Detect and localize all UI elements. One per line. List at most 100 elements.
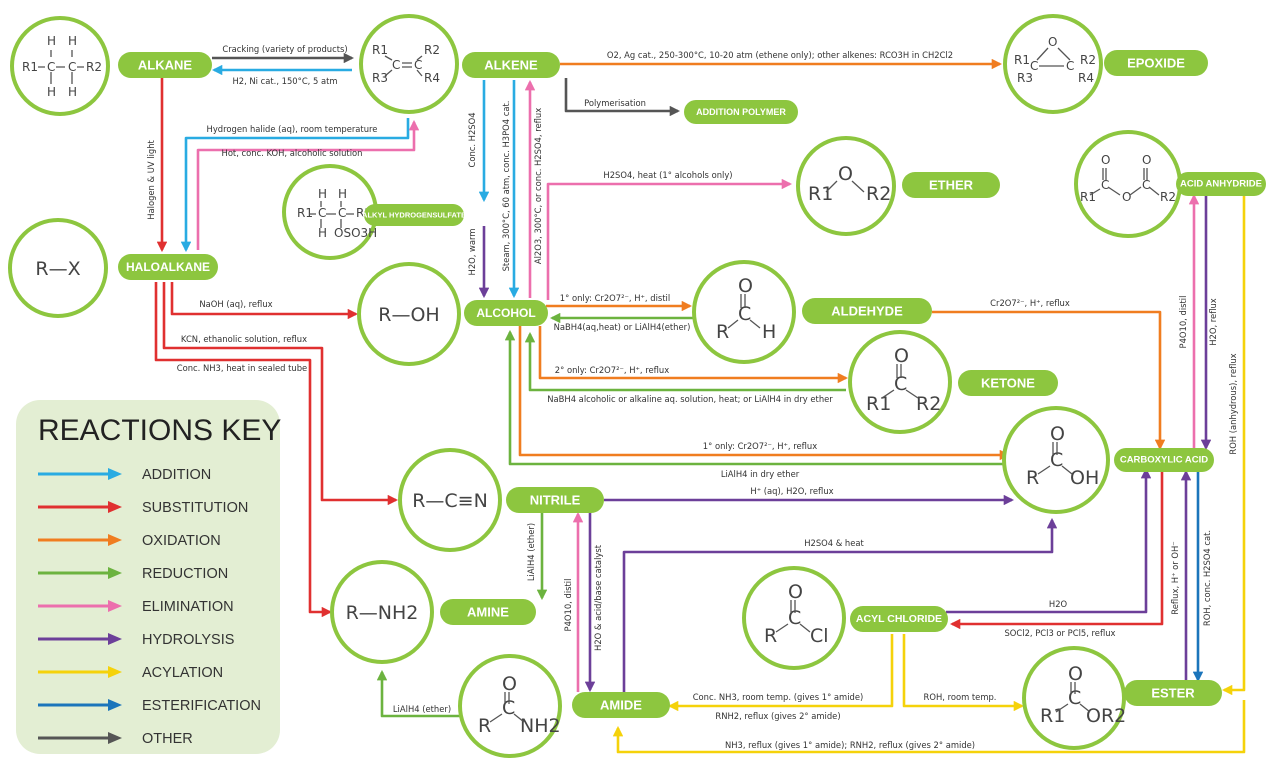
amine-label-box bbox=[440, 599, 536, 625]
svg-text:H: H bbox=[47, 85, 56, 99]
cond-conc-nh3: Conc. NH3, heat in sealed tube bbox=[177, 363, 307, 373]
arrow-hot-koh bbox=[196, 119, 420, 250]
svg-text:C: C bbox=[338, 206, 346, 220]
aldehyde-circle bbox=[692, 260, 796, 364]
svg-text:R1: R1 bbox=[297, 206, 313, 220]
node-alkene: R1 R2 R3 R4 C C ALKENE bbox=[359, 14, 560, 114]
key-item-substitution: SUBSTITUTION bbox=[38, 500, 248, 516]
acyl-chloride-structure: O C R Cl bbox=[764, 581, 829, 647]
alcohol-label-box bbox=[464, 300, 548, 326]
addition-polymer-label: ADDITION POLYMER bbox=[696, 107, 786, 117]
key-label: ADDITION bbox=[142, 467, 211, 483]
svg-text:H: H bbox=[68, 34, 77, 48]
epoxide-structure: O C C R1 R3 R2 R4 bbox=[1014, 35, 1096, 85]
svg-text:H: H bbox=[318, 226, 327, 240]
cond-hydrogenation: H2, Ni cat., 150°C, 5 atm bbox=[232, 76, 337, 86]
svg-text:H: H bbox=[338, 187, 347, 201]
ester-circle bbox=[1022, 646, 1126, 750]
cond-esterification: ROH, conc. H2SO4 cat. bbox=[1202, 530, 1212, 626]
svg-text:C: C bbox=[68, 60, 76, 74]
key-arrowhead-reduction bbox=[108, 567, 122, 579]
amine-circle bbox=[330, 560, 434, 664]
cond-ester-hydrolysis: Reflux, H⁺ or OH⁻ bbox=[1170, 541, 1180, 614]
svg-text:C: C bbox=[47, 60, 55, 74]
svg-text:NH2: NH2 bbox=[520, 715, 561, 737]
svg-text:C: C bbox=[1030, 59, 1038, 73]
alcohol-formula: R—OH bbox=[378, 304, 439, 326]
node-epoxide: O C C R1 R3 R2 R4 EPOXIDE bbox=[1003, 14, 1208, 114]
arrow-acid-reduction bbox=[504, 329, 1004, 466]
svg-text:O: O bbox=[1048, 35, 1057, 49]
svg-text:O: O bbox=[1050, 423, 1065, 445]
key-arrowhead-substitution bbox=[108, 501, 122, 513]
alkane-structure: R1 C C R2 H H H H bbox=[22, 34, 102, 99]
alkane-circle bbox=[10, 16, 110, 116]
svg-text:H: H bbox=[318, 187, 327, 201]
svg-text:H: H bbox=[68, 85, 77, 99]
nitrile-circle bbox=[398, 448, 502, 552]
key-label: ESTERIFICATION bbox=[142, 698, 261, 714]
svg-text:R2: R2 bbox=[916, 393, 941, 415]
key-item-oxidation: OXIDATION bbox=[38, 533, 221, 549]
alkyl-hydrogensulfate-label: ALKYL HYDROGENSULFATE bbox=[362, 211, 466, 220]
ketone-circle bbox=[848, 330, 952, 434]
cond-primary-distil: 1° only: Cr2O7²⁻, H⁺, distil bbox=[560, 293, 670, 303]
cond-ester-from-acyl: ROH, room temp. bbox=[924, 692, 997, 702]
nitrile-label-box bbox=[506, 487, 604, 513]
svg-text:R1: R1 bbox=[866, 393, 891, 415]
nitrile-label: NITRILE bbox=[530, 493, 581, 508]
ester-structure: O C R1 OR2 bbox=[1040, 663, 1126, 727]
cond-h2o-warm: H2O, warm bbox=[467, 229, 477, 276]
cond-nitrile-hydrolysis: H⁺ (aq), H2O, reflux bbox=[750, 486, 833, 496]
acid-anhydride-circle bbox=[1074, 130, 1182, 238]
haloalkane-label-box bbox=[118, 254, 218, 280]
key-item-hydrolysis: HYDROLYSIS bbox=[38, 632, 234, 648]
svg-text:OH: OH bbox=[1070, 467, 1099, 489]
key-item-esterification: ESTERIFICATION bbox=[38, 698, 261, 714]
node-ketone: O C R1 R2 KETONE bbox=[848, 330, 1058, 434]
cond-hydrogen-halide: Hydrogen halide (aq), room temperature bbox=[207, 124, 378, 134]
ether-label: ETHER bbox=[929, 178, 974, 193]
cond-aldehyde-to-acid: Cr2O7²⁻, H⁺, reflux bbox=[990, 298, 1070, 308]
svg-text:R: R bbox=[1026, 467, 1039, 489]
svg-text:R3: R3 bbox=[372, 71, 388, 85]
svg-text:R1: R1 bbox=[22, 60, 38, 74]
svg-text:R1: R1 bbox=[808, 183, 833, 205]
key-label: ACYLATION bbox=[142, 665, 223, 681]
arrow-anhydride-ester bbox=[1221, 196, 1246, 696]
svg-text:R2: R2 bbox=[86, 60, 102, 74]
key-label: ELIMINATION bbox=[142, 599, 234, 615]
svg-text:R2: R2 bbox=[1160, 190, 1176, 204]
cond-epoxidation: O2, Ag cat., 250-300°C, 10-20 atm (ethen… bbox=[607, 50, 953, 60]
svg-text:C: C bbox=[894, 373, 907, 395]
svg-text:R1: R1 bbox=[1014, 53, 1030, 67]
key-label: OTHER bbox=[142, 731, 193, 747]
alcohol-label: ALCOHOL bbox=[476, 306, 535, 320]
key-background bbox=[16, 400, 280, 754]
svg-text:R: R bbox=[716, 321, 729, 343]
carboxylic-acid-label-box bbox=[1114, 448, 1214, 472]
aldehyde-label: ALDEHYDE bbox=[831, 304, 903, 319]
key-arrowhead-elimination bbox=[108, 600, 122, 612]
svg-text:R4: R4 bbox=[424, 71, 440, 85]
cond-naoh: NaOH (aq), reflux bbox=[199, 299, 272, 309]
key-item-elimination: ELIMINATION bbox=[38, 599, 234, 615]
svg-text:OSO3H: OSO3H bbox=[334, 226, 377, 240]
svg-text:R3: R3 bbox=[1017, 71, 1033, 85]
key-label: REDUCTION bbox=[142, 566, 228, 582]
haloalkane-formula: R—X bbox=[35, 258, 80, 280]
acyl-chloride-label-box bbox=[850, 606, 948, 632]
svg-text:O: O bbox=[502, 673, 517, 695]
amine-label: AMINE bbox=[467, 605, 509, 620]
amide-label: AMIDE bbox=[600, 698, 642, 713]
acid-anhydride-label-box bbox=[1176, 172, 1266, 196]
arrow-aldehyde-to-acid bbox=[932, 310, 1166, 451]
key-label: OXIDATION bbox=[142, 533, 221, 549]
aldehyde-structure: O C R H bbox=[716, 275, 776, 343]
node-nitrile: R—C≡N NITRILE bbox=[398, 448, 604, 552]
arrow-naoh bbox=[170, 282, 359, 320]
acyl-chloride-circle bbox=[742, 566, 846, 670]
svg-text:C: C bbox=[1101, 178, 1109, 192]
amine-formula: R—NH2 bbox=[346, 602, 419, 624]
cond-amide-catalyst: H2O & acid/base catalyst bbox=[593, 544, 603, 651]
